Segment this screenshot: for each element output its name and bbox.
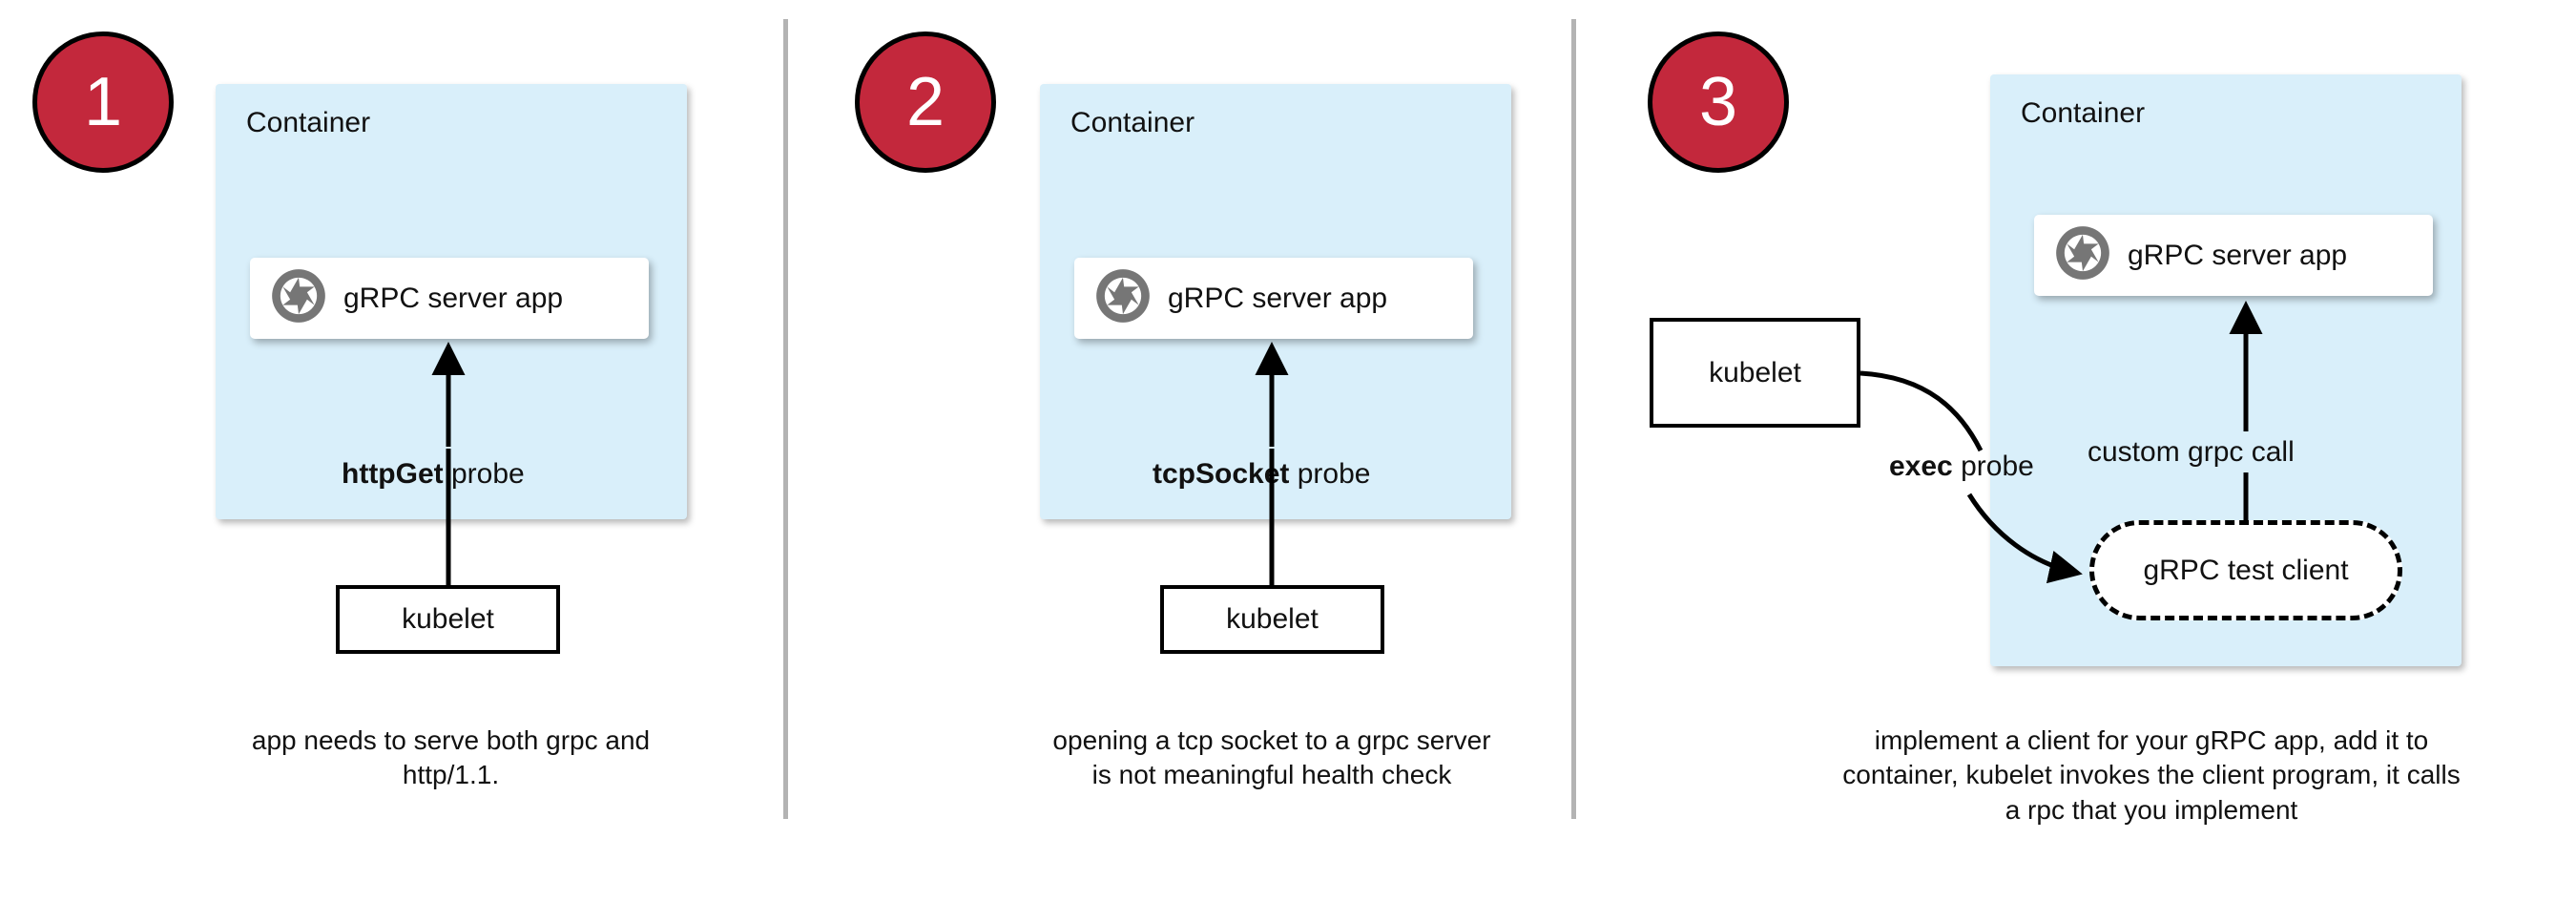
grpc-server-app-label: gRPC server app [1168, 282, 1388, 314]
kubelet-label: kubelet [1709, 356, 1801, 388]
grpc-aperture-icon [1095, 268, 1151, 328]
custom-grpc-call-text: custom grpc call [2088, 436, 2295, 468]
grpc-server-app-box-2: gRPC server app [1074, 258, 1473, 339]
container-label: Container [246, 107, 371, 138]
grpc-server-app-label: gRPC server app [2128, 239, 2348, 271]
container-label: Container [2021, 97, 2146, 129]
grpc-aperture-icon [271, 268, 326, 328]
step-badge-1: 1 [32, 31, 174, 173]
step-badge-number: 2 [905, 64, 945, 140]
custom-grpc-call-label: custom grpc call [2088, 438, 2295, 467]
step-badge-3: 3 [1648, 31, 1789, 173]
grpc-test-client-node: gRPC test client [2089, 520, 2402, 620]
panel-caption-1: app needs to serve both grpc and http/1.… [251, 725, 651, 790]
kubelet-box-2: kubelet [1160, 585, 1384, 654]
step-badge-2: 2 [855, 31, 996, 173]
probe-kind-rest: probe [443, 458, 525, 490]
kubelet-label: kubelet [402, 603, 494, 635]
grpc-server-app-label: gRPC server app [343, 282, 564, 314]
container-label: Container [1070, 107, 1195, 138]
grpc-aperture-icon [2055, 225, 2110, 285]
panel-caption-3: implement a client for your gRPC app, ad… [1842, 725, 2461, 825]
kubelet-box-1: kubelet [336, 585, 560, 654]
probe-kind-rest: probe [1952, 451, 2034, 482]
probe-kind-bold: tcpSocket [1153, 458, 1290, 490]
grpc-server-app-box-1: gRPC server app [250, 258, 649, 339]
probe-kind-bold: httpGet [342, 458, 444, 490]
step-badge-number: 1 [83, 64, 123, 140]
panel-divider-2 [1571, 19, 1576, 819]
grpc-server-app-box-3: gRPC server app [2034, 215, 2433, 296]
panel-divider-1 [783, 19, 788, 819]
kubelet-label: kubelet [1226, 603, 1319, 635]
kubelet-box-3: kubelet [1650, 318, 1860, 428]
grpc-test-client-label: gRPC test client [2143, 554, 2349, 586]
exec-probe-label: exec probe [1889, 452, 2034, 481]
probe-kind-bold: exec [1889, 451, 1953, 482]
panel-caption-2: opening a tcp socket to a grpc server is… [1052, 725, 1491, 790]
step-badge-number: 3 [1698, 64, 1738, 140]
tcpsocket-probe-label: tcpSocket probe [1153, 460, 1370, 489]
httpget-probe-label: httpGet probe [342, 460, 525, 489]
probe-kind-rest: probe [1289, 458, 1371, 490]
